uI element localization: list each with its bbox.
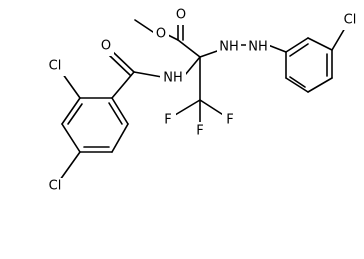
atom-cl-para: Cl xyxy=(49,179,62,194)
bond-amide-co-2 xyxy=(108,54,131,76)
bond-nh-amide-c xyxy=(133,71,163,78)
bond-amide-ring xyxy=(111,71,135,99)
atom-nh-amide: NH xyxy=(163,71,183,86)
ring-right-bond-4 xyxy=(307,77,333,93)
bond-ring-cl-right xyxy=(331,27,346,51)
atom-o-ester: O xyxy=(156,27,166,42)
ring-left-inner-1 xyxy=(67,103,83,125)
atom-labels: O O NH NH Cl NH O F F F Cl Cl xyxy=(44,7,361,196)
atom-cl-ortho: Cl xyxy=(49,59,62,74)
bond-amide-co-1 xyxy=(112,51,135,73)
bond-carbonyl-central xyxy=(177,39,201,58)
atom-f-bottom: F xyxy=(196,124,203,139)
bond-central-nh-amide xyxy=(184,56,201,76)
ring-right-inner-3 xyxy=(289,76,306,88)
atom-cl-phenyl: Cl xyxy=(344,13,357,28)
ring-right-bond-5 xyxy=(285,77,309,93)
bond-methyl-o xyxy=(134,19,157,35)
atom-nh-hydrazine-2: NH xyxy=(248,40,268,55)
ring-left-bond-3 xyxy=(61,123,81,153)
ring-right-inner-1 xyxy=(289,43,309,57)
atom-f-left: F xyxy=(164,113,171,128)
ring-left-bond-5 xyxy=(111,123,129,153)
ring-left-bond-6 xyxy=(111,97,129,125)
ring-right-bond-1 xyxy=(285,37,309,53)
bond-central-nh xyxy=(199,49,221,58)
atom-f-right: F xyxy=(226,113,233,128)
atom-nh-hydrazine-1: NH xyxy=(219,40,239,55)
bond-nh-phenyl xyxy=(267,44,287,53)
atom-o-amide: O xyxy=(101,39,111,54)
ring-right-bond-2 xyxy=(307,37,333,51)
bond-ring-cl-para xyxy=(59,151,81,181)
atom-o-carbonyl-ester: O xyxy=(176,8,186,23)
ring-left-inner-3 xyxy=(108,102,123,125)
ring-left-bond-2 xyxy=(61,97,81,125)
